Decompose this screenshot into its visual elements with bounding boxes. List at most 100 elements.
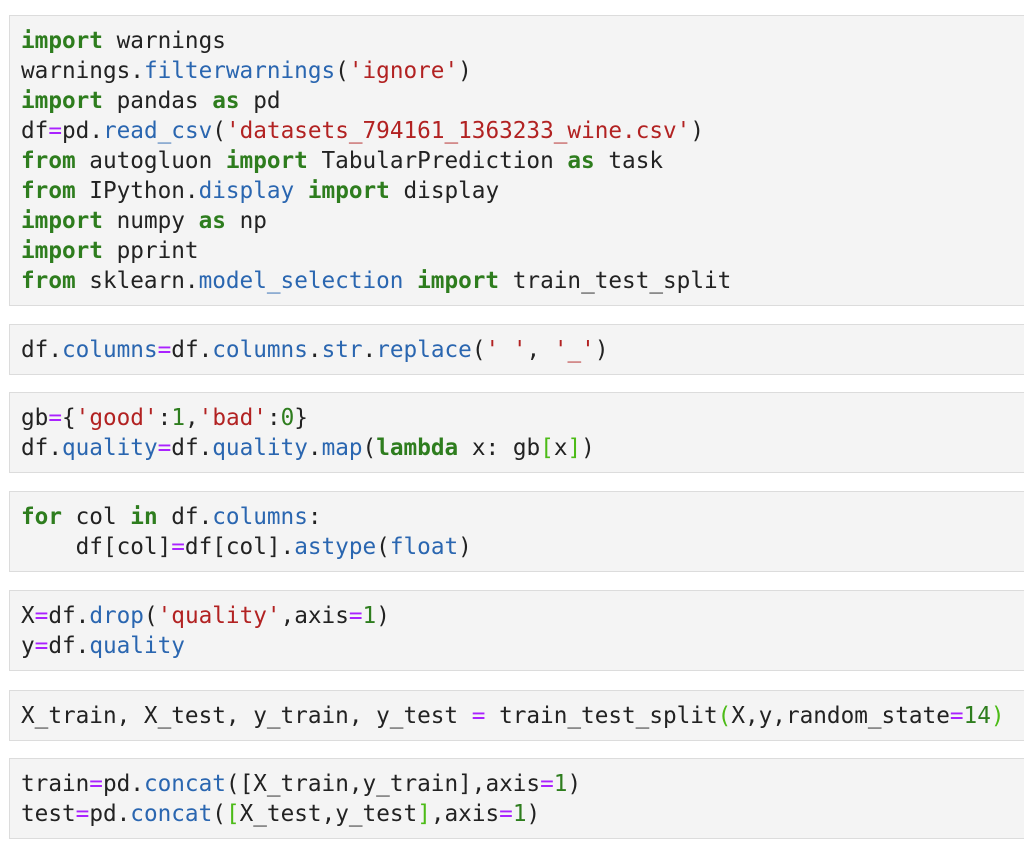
code-token: .: [362, 337, 377, 363]
code-token: X_test,y_test: [239, 801, 418, 827]
code-token: :: [157, 405, 172, 431]
code-line: from sklearn.model_selection import trai…: [21, 266, 1024, 296]
code-line: df[col]=df[col].astype(float): [21, 532, 1024, 562]
code-token: ): [594, 337, 609, 363]
code-token: np: [225, 208, 267, 234]
code-token: ): [376, 603, 390, 629]
keyword-token: lambda: [376, 435, 459, 461]
attribute-token: display: [198, 178, 295, 204]
keyword-token: from: [21, 178, 76, 204]
code-token: }: [294, 405, 308, 431]
code-token: pandas: [102, 88, 213, 114]
code-token: ([X_train,y_train],axis: [225, 771, 541, 797]
code-line: df.columns=df.columns.str.replace(' ', '…: [21, 335, 1024, 365]
code-token: (: [212, 118, 226, 144]
code-token: ): [581, 435, 595, 461]
number-token: 1: [553, 771, 568, 797]
code-token: ): [526, 801, 541, 827]
code-token: warnings: [102, 28, 226, 54]
operator-token: =: [171, 534, 185, 560]
code-token: ,axis: [280, 603, 349, 629]
code-line: import pandas as pd: [21, 86, 1024, 116]
code-token: gb: [21, 405, 49, 431]
code-token: col: [61, 504, 131, 530]
operator-token: =: [949, 703, 964, 729]
code-line: from IPython.display import display: [21, 176, 1024, 206]
code-line: X_train, X_test, y_train, y_test = train…: [21, 701, 1024, 731]
string-token: 'bad': [198, 405, 267, 431]
code-token: (: [143, 603, 158, 629]
code-line: import warnings: [21, 26, 1024, 56]
keyword-token: import: [21, 208, 103, 234]
operator-token: =: [75, 801, 90, 827]
attribute-token: str: [321, 337, 363, 363]
code-token: ): [458, 58, 472, 84]
keyword-token: in: [130, 504, 158, 530]
code-token: df: [21, 118, 49, 144]
string-token: '_': [553, 337, 595, 363]
code-cell[interactable]: gb={'good':1,'bad':0}df.quality=df.quali…: [9, 392, 1024, 473]
code-token: y: [21, 633, 35, 659]
operator-token: =: [48, 118, 62, 144]
bracket-token: [: [540, 435, 554, 461]
operator-token: =: [48, 405, 62, 431]
attribute-token: quality: [61, 435, 158, 461]
code-token: .: [307, 337, 322, 363]
code-token: (: [362, 435, 377, 461]
code-token: train_test_split: [485, 703, 718, 729]
keyword-token: import: [417, 268, 500, 294]
code-cell[interactable]: df.columns=df.columns.str.replace(' ', '…: [9, 324, 1024, 375]
code-token: df[col]: [21, 534, 172, 560]
code-token: ,: [526, 337, 554, 363]
attribute-token: columns: [212, 337, 308, 363]
keyword-token: import: [225, 148, 308, 174]
number-token: 14: [963, 703, 991, 729]
bracket-token: ): [990, 703, 1005, 729]
code-token: (: [471, 337, 486, 363]
operator-token: =: [34, 603, 49, 629]
code-token: df[col].: [184, 534, 295, 560]
attribute-token: concat: [143, 771, 226, 797]
keyword-token: import: [21, 238, 103, 264]
operator-token: =: [499, 801, 513, 827]
bracket-token: ]: [567, 435, 582, 461]
keyword-token: from: [21, 148, 76, 174]
code-token: [403, 268, 417, 294]
code-token: X: [21, 603, 35, 629]
code-token: sklearn.: [75, 268, 199, 294]
code-token: ,axis: [430, 801, 500, 827]
bracket-token: [: [225, 801, 240, 827]
code-token: [294, 178, 308, 204]
keyword-token: for: [21, 504, 62, 530]
code-cell[interactable]: X_train, X_test, y_train, y_test = train…: [9, 690, 1024, 741]
operator-token: =: [34, 633, 49, 659]
code-token: pd.: [62, 118, 103, 144]
code-line: warnings.filterwarnings('ignore'): [21, 56, 1024, 86]
code-token: ): [690, 118, 705, 144]
attribute-token: columns: [61, 337, 158, 363]
attribute-token: replace: [376, 337, 472, 363]
keyword-token: import: [21, 88, 103, 114]
code-token: train: [21, 771, 90, 797]
string-token: ' ': [485, 337, 527, 363]
string-token: 'good': [75, 405, 158, 431]
code-cell[interactable]: train=pd.concat([X_train,y_train],axis=1…: [9, 758, 1024, 839]
code-token: ): [567, 771, 582, 797]
keyword-token: import: [307, 178, 390, 204]
keyword-token: import: [21, 28, 103, 54]
code-token: .: [307, 435, 322, 461]
attribute-token: quality: [212, 435, 308, 461]
code-line: df.quality=df.quality.map(lambda x: gb[x…: [21, 433, 1024, 463]
code-token: {: [62, 405, 76, 431]
keyword-token: as: [567, 148, 595, 174]
code-line: for col in df.columns:: [21, 502, 1024, 532]
operator-token: =: [157, 337, 172, 363]
code-token: ): [458, 534, 472, 560]
code-cell[interactable]: for col in df.columns: df[col]=df[col].a…: [9, 491, 1024, 572]
code-token: display: [389, 178, 500, 204]
bracket-token: ]: [417, 801, 431, 827]
code-cell[interactable]: X=df.drop('quality',axis=1)y=df.quality: [9, 590, 1024, 671]
attribute-token: drop: [89, 603, 144, 629]
string-token: 'ignore': [348, 58, 459, 84]
